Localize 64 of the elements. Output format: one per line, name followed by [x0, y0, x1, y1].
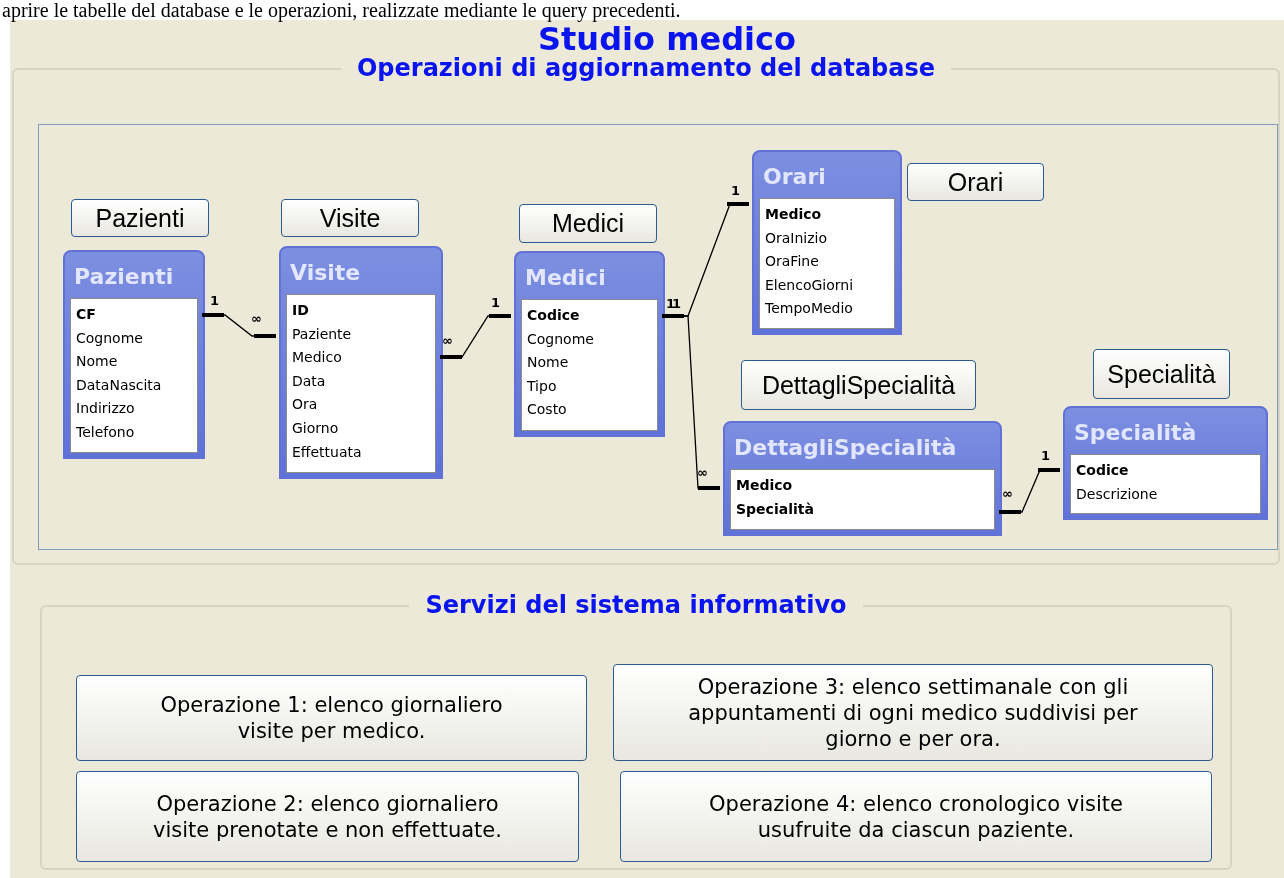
field-name: Effettuata — [292, 442, 363, 462]
field-name: Nome — [76, 352, 119, 372]
table-card — [279, 246, 443, 479]
relationship-line — [998, 468, 1061, 514]
field-name: Medico — [736, 476, 794, 495]
field-name: Indirizzo — [76, 399, 136, 419]
table-card — [723, 421, 1002, 536]
table-card — [63, 250, 205, 459]
table-button: Orari — [907, 163, 1044, 201]
table-card — [752, 150, 902, 335]
field-name: Ora — [292, 395, 319, 415]
field-name: Cognome — [76, 328, 144, 348]
field-name: Tipo — [527, 376, 558, 396]
field-name: Cognome — [527, 329, 595, 349]
field-name: Telefono — [76, 422, 136, 442]
table-button: Pazienti — [71, 199, 209, 237]
table-button: Medici — [519, 204, 657, 243]
cardinality-label: ∞ — [1002, 487, 1013, 501]
field-name: Codice — [1076, 461, 1130, 480]
cardinality-label: ∞ — [442, 334, 453, 348]
field-name: Costo — [527, 400, 568, 420]
field-name: Nome — [527, 353, 570, 373]
diagram-area — [38, 124, 1278, 550]
field-name: Descrizione — [1076, 484, 1159, 504]
field-name: Specialità — [736, 499, 815, 519]
section-heading: Operazioni di aggiornamento del database — [340, 54, 952, 82]
field-name: TempoMedio — [765, 299, 854, 319]
field-name: Medico — [292, 348, 343, 368]
operation-button: Operazione 1: elenco giornaliero visite per medico. — [76, 675, 587, 761]
field-name: DataNascita — [76, 375, 163, 395]
field-name: OraFine — [765, 252, 820, 272]
field-name: ID — [292, 301, 310, 320]
field-name: Data — [292, 371, 327, 391]
table-title: Visite — [290, 259, 362, 287]
cardinality-label: 1 — [1041, 449, 1051, 463]
cardinality-label: 1 — [672, 297, 682, 311]
relationship-line — [201, 313, 277, 338]
table-card — [1063, 406, 1268, 520]
table-button: DettagliSpecialità — [741, 360, 976, 410]
intro-text: aprire le tabelle del database e le operazioni, realizzate mediante le query precedenti. — [2, 0, 681, 21]
relationship-line — [439, 314, 512, 359]
table-title: Specialità — [1074, 419, 1198, 447]
cardinality-label: 1 — [491, 296, 501, 310]
table-title: Medici — [525, 264, 607, 292]
table-title: DettagliSpecialità — [734, 434, 958, 462]
field-name: Medico — [765, 205, 823, 224]
field-name: ElencoGiorni — [765, 275, 855, 295]
field-name: Codice — [527, 306, 581, 325]
table-card — [514, 251, 665, 437]
table-button: Visite — [281, 199, 419, 237]
table-title: Orari — [763, 163, 827, 191]
cardinality-label: 1 — [731, 184, 741, 198]
cardinality-label: ∞ — [697, 466, 708, 480]
table-button: Specialità — [1093, 349, 1230, 399]
cardinality-label: ∞ — [251, 312, 262, 326]
table-title: Pazienti — [74, 263, 175, 291]
operation-button: Operazione 2: elenco giornaliero visite prenotate e non effettuate. — [76, 771, 579, 862]
field-name: Paziente — [292, 324, 353, 344]
field-name: CF — [76, 305, 97, 324]
cardinality-label: 1 — [210, 294, 220, 308]
operation-button: Operazione 3: elenco settimanale con gli appuntamenti di ogni medico suddivisi per giorno e per ora. — [613, 664, 1213, 761]
field-name: OraInizio — [765, 228, 829, 248]
operation-button: Operazione 4: elenco cronologico visite usufruite da ciascun paziente. — [620, 771, 1212, 862]
field-name: Giorno — [292, 418, 340, 438]
